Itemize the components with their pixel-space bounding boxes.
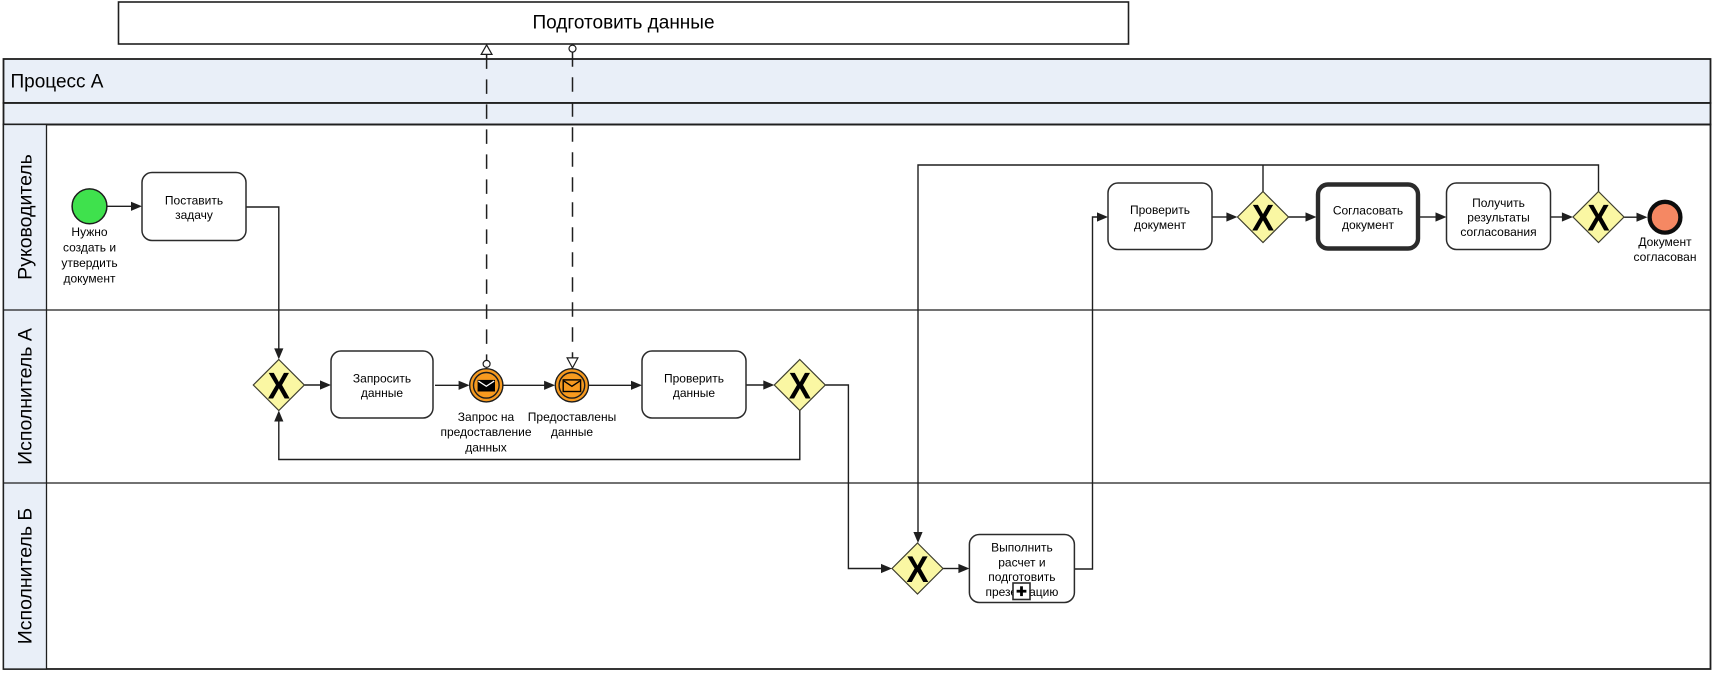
svg-text:X: X: [1252, 198, 1275, 239]
svg-text:X: X: [906, 550, 929, 591]
svg-text:Исполнитель Б: Исполнитель Б: [15, 508, 37, 644]
svg-text:Исполнитель А: Исполнитель А: [15, 328, 37, 465]
svg-text:X: X: [1587, 198, 1610, 239]
svg-text:X: X: [268, 366, 291, 407]
svg-text:Подготовить данные: Подготовить данные: [532, 12, 714, 33]
svg-text:Руководитель: Руководитель: [15, 154, 37, 280]
svg-text:X: X: [789, 366, 812, 407]
svg-text:Процесс А: Процесс А: [11, 72, 104, 93]
